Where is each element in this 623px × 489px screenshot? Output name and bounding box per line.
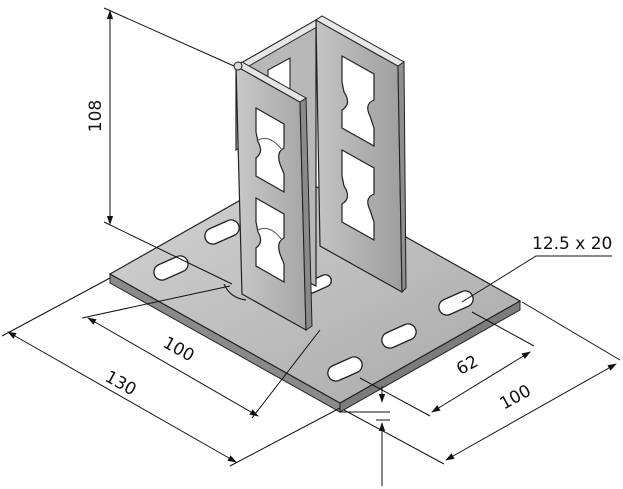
- slot-hole: [204, 219, 240, 245]
- post-slot: [255, 106, 285, 194]
- dim-post-width-label: 62: [453, 352, 482, 380]
- slot-holes: [153, 219, 474, 382]
- dim-slot-label: 12.5 x 20: [532, 234, 612, 254]
- base-width-extension-right: [521, 301, 621, 361]
- base-length-dimension-line: [7, 331, 237, 463]
- slot-leader-line: [461, 255, 612, 303]
- post-length-extension-left: [81, 285, 231, 319]
- post-slot: [341, 148, 375, 242]
- post-width-extension-left: [359, 377, 431, 417]
- base-length-extension-left: [1, 277, 111, 337]
- post-length-extension-right: [251, 329, 321, 419]
- post-width-extension-right: [471, 311, 535, 347]
- slot-hole: [381, 323, 417, 349]
- post-width-dimension-line: [431, 351, 531, 413]
- slot-hole: [153, 255, 189, 281]
- dim-base-length-label: 130: [101, 367, 139, 400]
- slot-hole: [327, 356, 363, 382]
- post-length-dimension-line: [87, 317, 259, 417]
- dim-base-width-label: 100: [497, 381, 535, 414]
- vertical-post: [223, 15, 407, 332]
- dim-post-length-label: 100: [159, 333, 197, 366]
- dimension-lines: [1, 7, 621, 486]
- dim-height-label: 108: [86, 100, 106, 132]
- base-length-extension-right: [229, 407, 341, 467]
- post-slot: [341, 54, 375, 148]
- base-width-extension-left: [343, 409, 445, 465]
- base-width-dimension-line: [445, 363, 617, 461]
- height-extension-top: [103, 7, 235, 67]
- height-extension-bottom: [103, 221, 233, 285]
- post-slot: [255, 196, 285, 284]
